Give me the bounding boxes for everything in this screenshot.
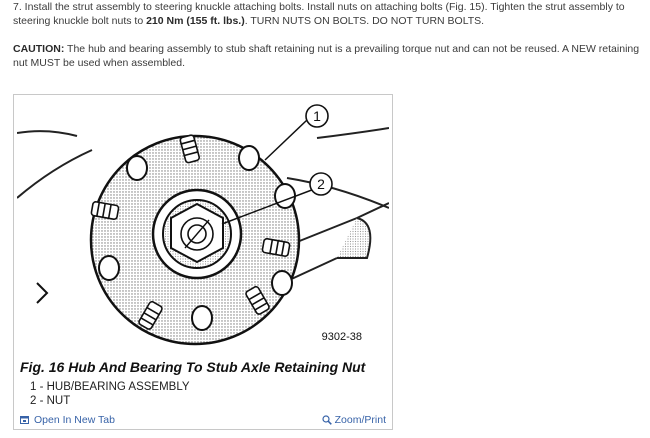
step-text-part1: 7. Install the strut assembly to steerin…: [13, 1, 625, 27]
caution-paragraph: CAUTION: The hub and bearing assembly to…: [13, 42, 641, 70]
callout-1: 1: [313, 108, 321, 124]
callout-2: 2: [317, 176, 325, 192]
open-in-new-tab-link[interactable]: Open In New Tab: [20, 414, 115, 426]
legend-item: 2 - NUT: [30, 395, 71, 407]
figure-footer: Open In New Tab Zoom/Print: [14, 411, 392, 429]
zoom-print-label: Zoom/Print: [334, 414, 386, 426]
zoom-print-link[interactable]: Zoom/Print: [322, 414, 386, 426]
torque-value: 210 Nm (155 ft. lbs.): [146, 15, 245, 27]
step-7-paragraph: 7. Install the strut assembly to steerin…: [13, 0, 641, 28]
step-text-part2: . TURN NUTS ON BOLTS. DO NOT TURN BOLTS.: [244, 15, 485, 27]
caution-text: The hub and bearing assembly to stub sha…: [13, 43, 640, 69]
new-tab-icon: [20, 416, 29, 424]
hub-bearing-illustration: 1 2: [17, 104, 389, 346]
caution-label: CAUTION:: [13, 43, 65, 55]
legend-item: 1 - HUB/BEARING ASSEMBLY: [30, 381, 190, 393]
figure-legend: 1 - HUB/BEARING ASSEMBLY 2 - NUT: [30, 380, 190, 408]
figure-title: Fig. 16 Hub And Bearing To Stub Axle Ret…: [20, 359, 366, 375]
figure-code: 9302-38: [321, 331, 362, 343]
open-in-new-tab-label: Open In New Tab: [34, 414, 115, 426]
figure-box: 1 2 9302-38 Fig. 16 Hub And Bearing To S…: [13, 94, 393, 430]
magnifier-icon: [322, 415, 332, 425]
